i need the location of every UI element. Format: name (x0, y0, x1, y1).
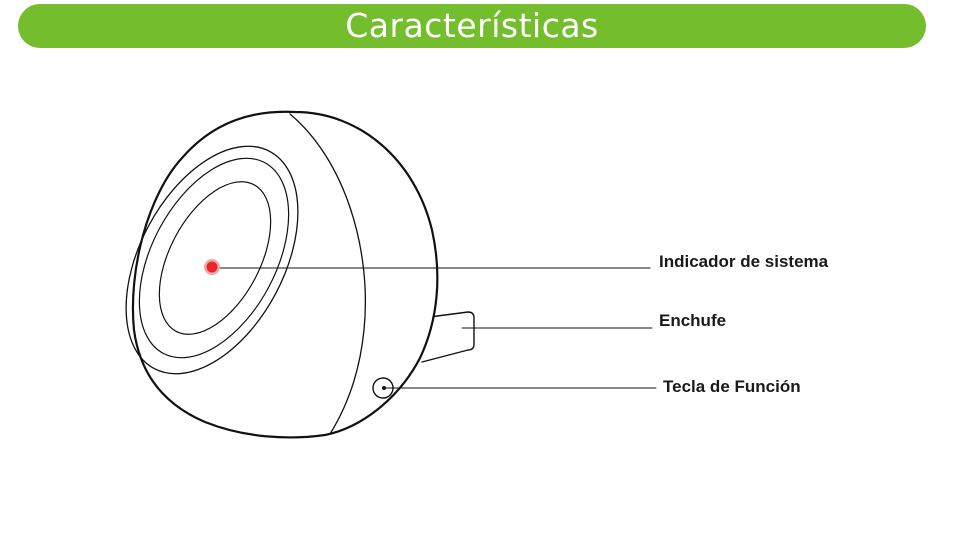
front-face-inner-ring (158, 181, 272, 335)
title-banner: Características (18, 4, 926, 48)
body-seam (289, 113, 367, 435)
front-face-middle-ring (138, 157, 290, 359)
label-function-key: Tecla de Función (663, 377, 801, 396)
front-face-outer-ring (125, 145, 299, 375)
page-title: Características (345, 6, 599, 45)
system-indicator-led (206, 261, 218, 273)
plug-prong (421, 311, 475, 363)
label-system-indicator: Indicador de sistema (659, 252, 829, 271)
label-plug: Enchufe (659, 311, 727, 330)
function-key-dot (382, 386, 386, 390)
